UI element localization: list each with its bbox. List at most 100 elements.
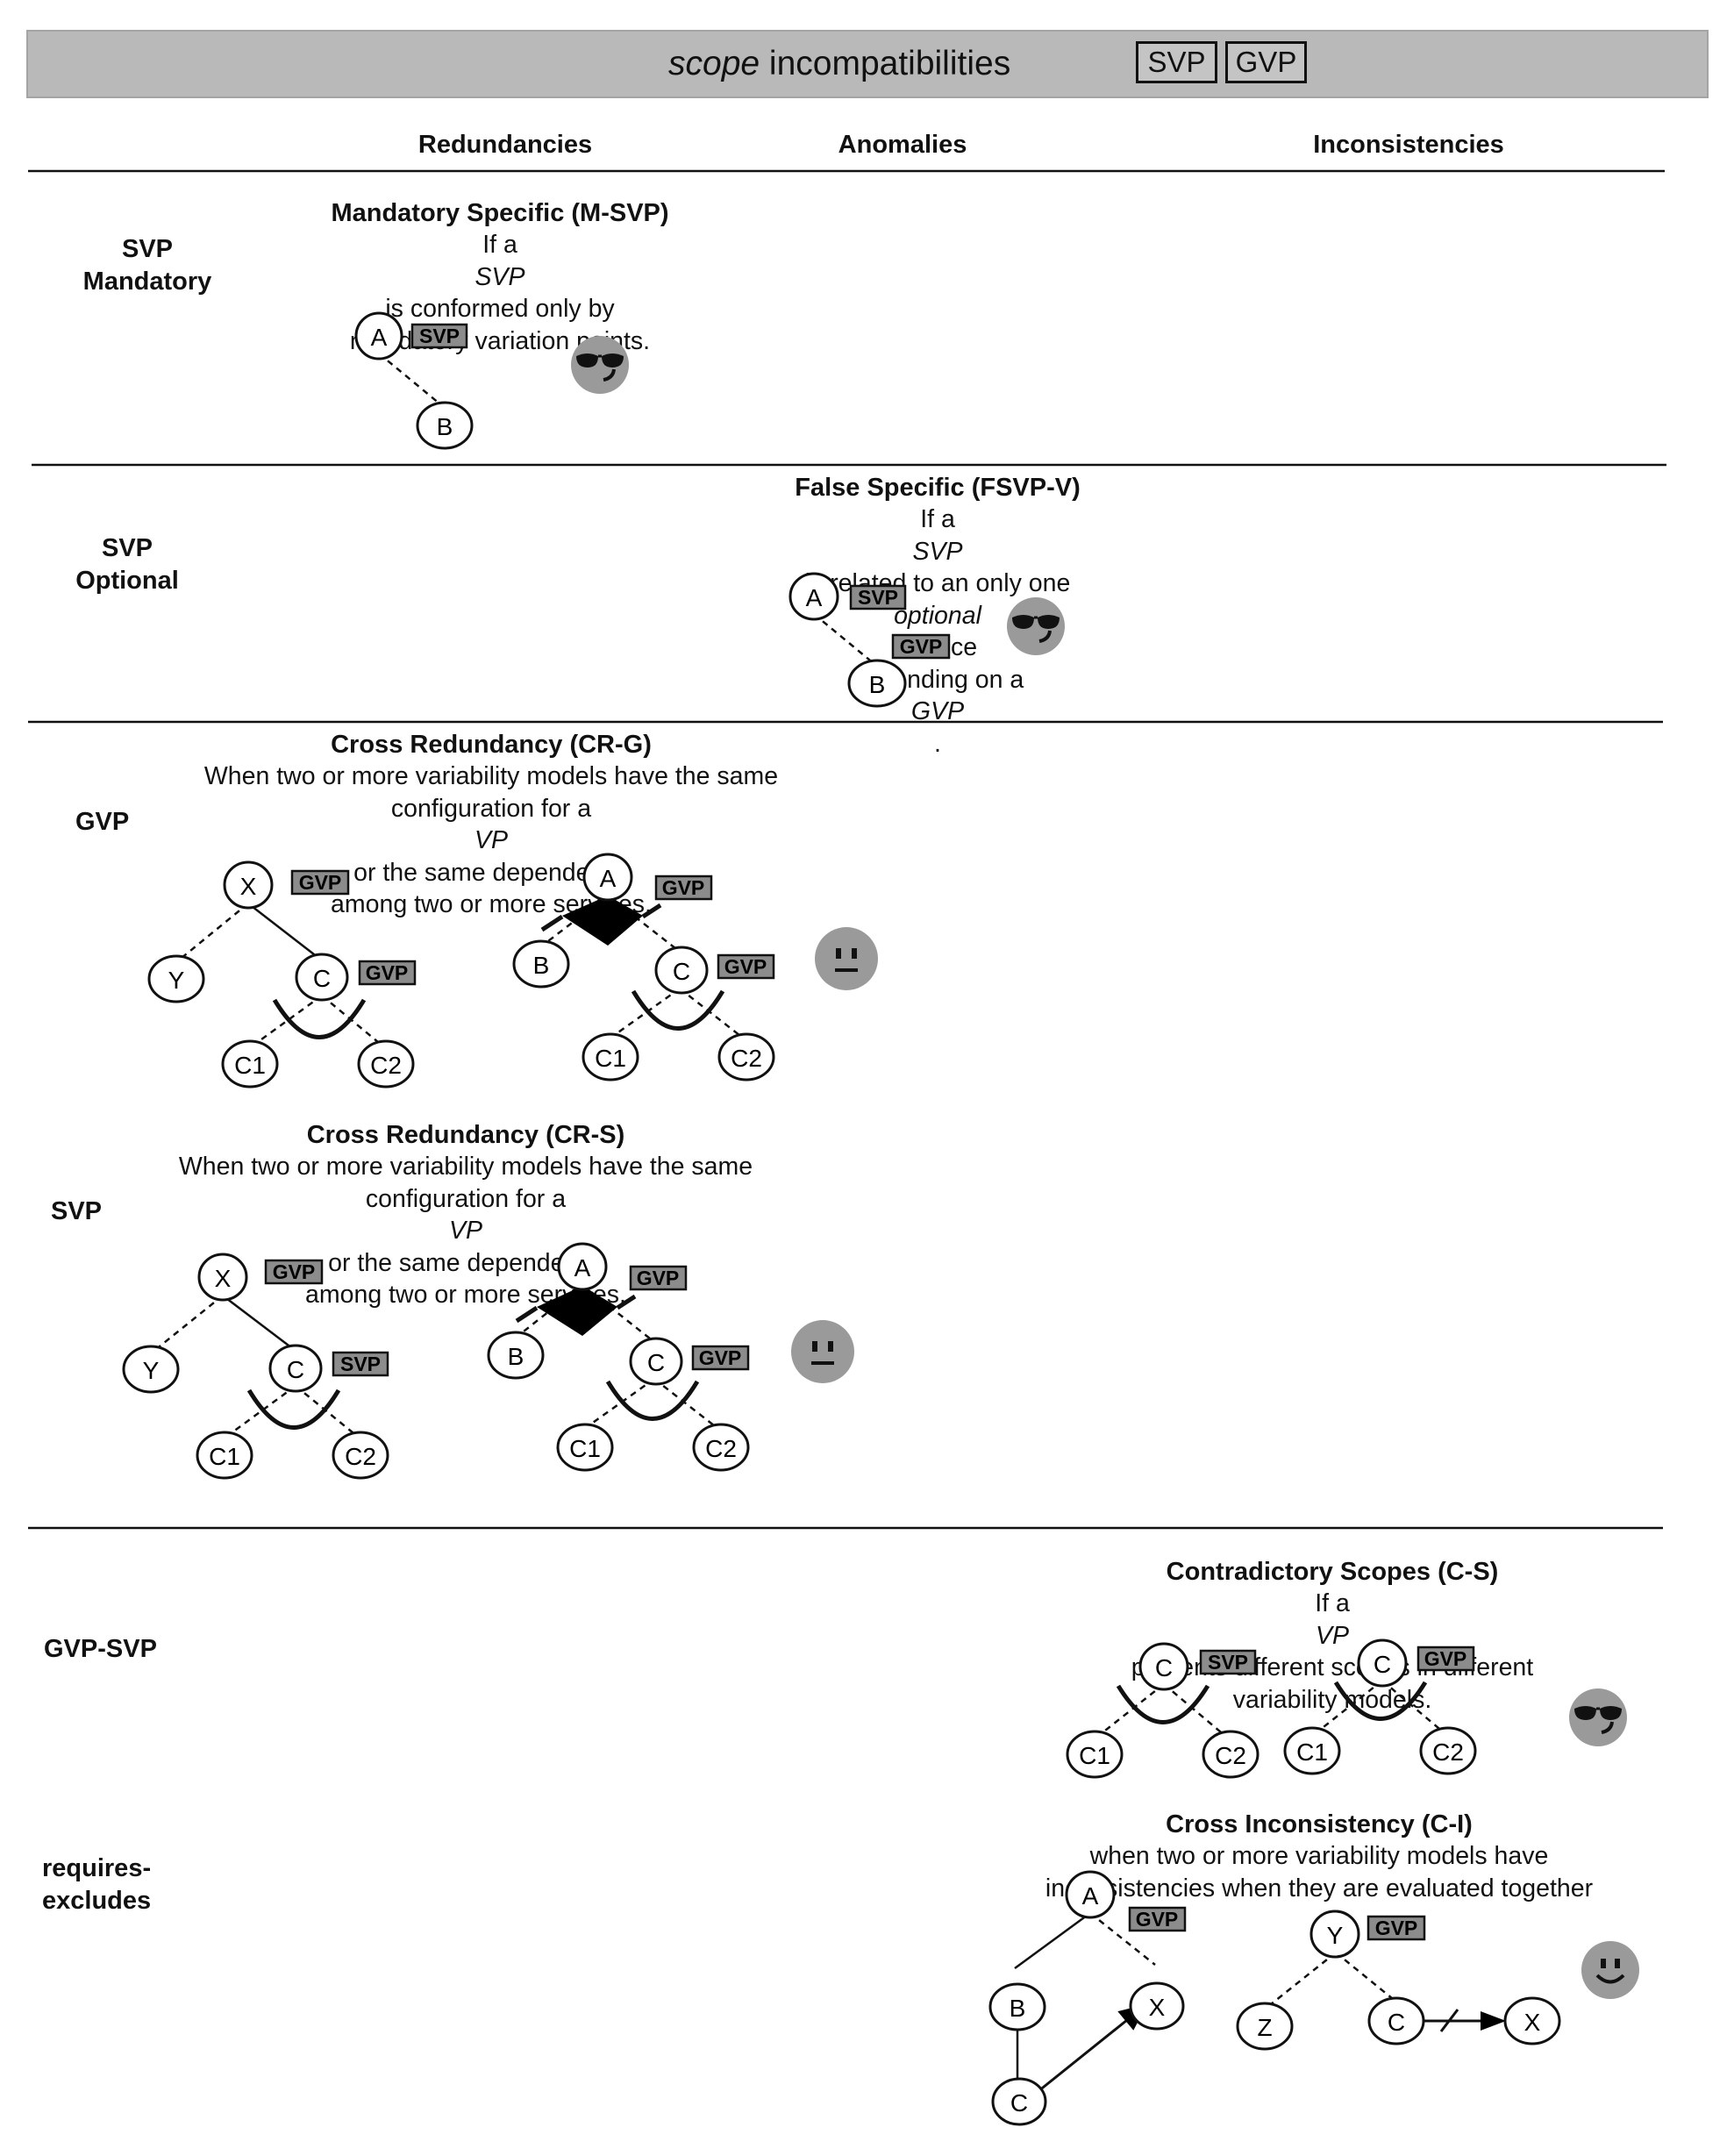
svg-text:X: X	[1524, 2009, 1541, 2036]
node-c2: C2	[717, 1032, 775, 1082]
gvp-badge: GVP	[358, 960, 417, 986]
node-b: B	[512, 939, 570, 989]
column-header-inconsistencies: Inconsistencies	[1313, 131, 1504, 159]
svg-text:C: C	[1010, 2089, 1028, 2117]
column-header-redundancies: Redundancies	[417, 131, 593, 159]
node-c: C	[295, 953, 349, 1002]
node-c1: C1	[1283, 1726, 1341, 1775]
node-c2: C2	[1202, 1730, 1259, 1779]
row-label-gvp-svp: GVP-SVP	[44, 1635, 157, 1663]
node-c2: C2	[1419, 1726, 1477, 1775]
node-c1: C1	[556, 1423, 614, 1472]
node-c: C	[1138, 1642, 1189, 1691]
svg-text:B: B	[1010, 1995, 1026, 2022]
svg-text:SVP: SVP	[340, 1353, 381, 1375]
svg-text:C: C	[287, 1356, 304, 1383]
svg-text:GVP: GVP	[273, 1260, 316, 1283]
gvp-badge: GVP	[1416, 1646, 1475, 1672]
svg-text:B: B	[508, 1343, 524, 1370]
node-y: Y	[1309, 1910, 1360, 1959]
svp-badge: SVP	[849, 584, 907, 610]
node-c: C	[1357, 1638, 1408, 1688]
svg-text:C1: C1	[569, 1435, 601, 1462]
svg-text:GVP: GVP	[637, 1267, 680, 1289]
node-c: C	[1367, 1996, 1425, 2045]
svg-text:GVP: GVP	[1375, 1917, 1418, 1939]
svg-text:C: C	[1155, 1654, 1173, 1681]
svg-text:C: C	[647, 1349, 665, 1376]
svg-text:GVP: GVP	[1424, 1647, 1467, 1670]
node-a: A	[789, 572, 839, 621]
neutral-face-icon	[815, 927, 878, 990]
svg-text:Y: Y	[143, 1357, 160, 1384]
cs-diagram-left: C SVP C1 C2	[1066, 1642, 1259, 1779]
node-y: Y	[147, 954, 205, 1003]
gvp-badge: GVP	[1128, 1906, 1187, 1932]
ci-title: Cross Inconsistency (C-I)	[1166, 1810, 1473, 1838]
gvp-badge: GVP	[691, 1345, 750, 1371]
svg-text:A: A	[371, 324, 388, 351]
node-c2: C2	[357, 1039, 415, 1089]
node-c: C	[268, 1344, 323, 1393]
svg-text:C1: C1	[234, 1052, 266, 1079]
title-bar	[26, 30, 1709, 98]
column-header-anomalies: Anomalies	[838, 131, 967, 159]
cool-face-icon	[1007, 597, 1065, 655]
svg-text:B: B	[437, 413, 453, 440]
crs-diagram-right: A GVP B C GVP C1 C2	[487, 1242, 750, 1472]
gvp-badge: GVP	[654, 875, 713, 901]
crs-title: Cross Redundancy (CR-S)	[306, 1121, 625, 1149]
svg-text:C1: C1	[1296, 1738, 1328, 1766]
fsvp-diagram: A SVP GVP B	[789, 572, 951, 708]
cs-diagram-right: C GVP C1 C2	[1283, 1638, 1477, 1775]
node-c2: C2	[332, 1431, 389, 1480]
crg-description: When two or more variability models have…	[203, 762, 779, 918]
svg-text:C1: C1	[595, 1045, 626, 1072]
page-title: scope incompatibilities	[668, 45, 1011, 82]
svg-text:C2: C2	[705, 1435, 737, 1462]
node-z: Z	[1236, 2002, 1294, 2051]
row-label-requires-excludes: requires-excludes	[42, 1854, 152, 1915]
fsvp-title: False Specific (FSVP-V)	[795, 474, 1081, 502]
node-x: X	[197, 1253, 248, 1302]
node-b: B	[416, 401, 474, 450]
node-c: C	[991, 2077, 1047, 2126]
node-c1: C1	[1066, 1730, 1124, 1779]
ci-diagram-right: Y GVP Z C X	[1236, 1910, 1561, 2051]
node-a: A	[1065, 1870, 1116, 1919]
gvp-badge: GVP	[629, 1265, 688, 1291]
gvp-badge: GVP	[1367, 1915, 1426, 1941]
ci-description: when two or more variability models have…	[1045, 1842, 1594, 1903]
svp-tag: SVP	[1136, 41, 1217, 83]
svg-text:Y: Y	[168, 967, 185, 994]
svg-text:GVP: GVP	[299, 871, 342, 894]
svg-text:C2: C2	[345, 1443, 376, 1470]
svp-badge: SVP	[1199, 1649, 1257, 1675]
gvp-badge: GVP	[891, 633, 951, 660]
svg-text:C2: C2	[731, 1045, 762, 1072]
cool-face-icon	[571, 336, 629, 394]
node-a: A	[354, 311, 403, 361]
svp-badge: SVP	[332, 1351, 389, 1377]
node-b: B	[847, 659, 907, 708]
svg-text:A: A	[600, 865, 617, 892]
msvp-diagram: A SVP B	[354, 311, 474, 450]
svg-text:X: X	[215, 1265, 232, 1292]
node-b: B	[988, 1982, 1046, 2031]
gvp-badge: GVP	[717, 953, 775, 980]
svg-text:C2: C2	[1215, 1742, 1246, 1769]
crg-diagram-left: X GVP Y C GVP C1 C2	[147, 860, 417, 1089]
svg-text:C2: C2	[1432, 1738, 1464, 1766]
svg-text:X: X	[1149, 1994, 1166, 2021]
smile-face-icon	[1581, 1941, 1639, 1999]
svg-text:C: C	[313, 965, 331, 992]
node-y: Y	[122, 1345, 180, 1394]
svg-text:X: X	[240, 873, 257, 900]
svg-text:GVP: GVP	[662, 876, 705, 899]
node-x: X	[1129, 1981, 1185, 2031]
svg-text:C1: C1	[209, 1443, 240, 1470]
row-label-svp: SVP	[51, 1197, 103, 1225]
gvp-tag: GVP	[1225, 41, 1307, 83]
